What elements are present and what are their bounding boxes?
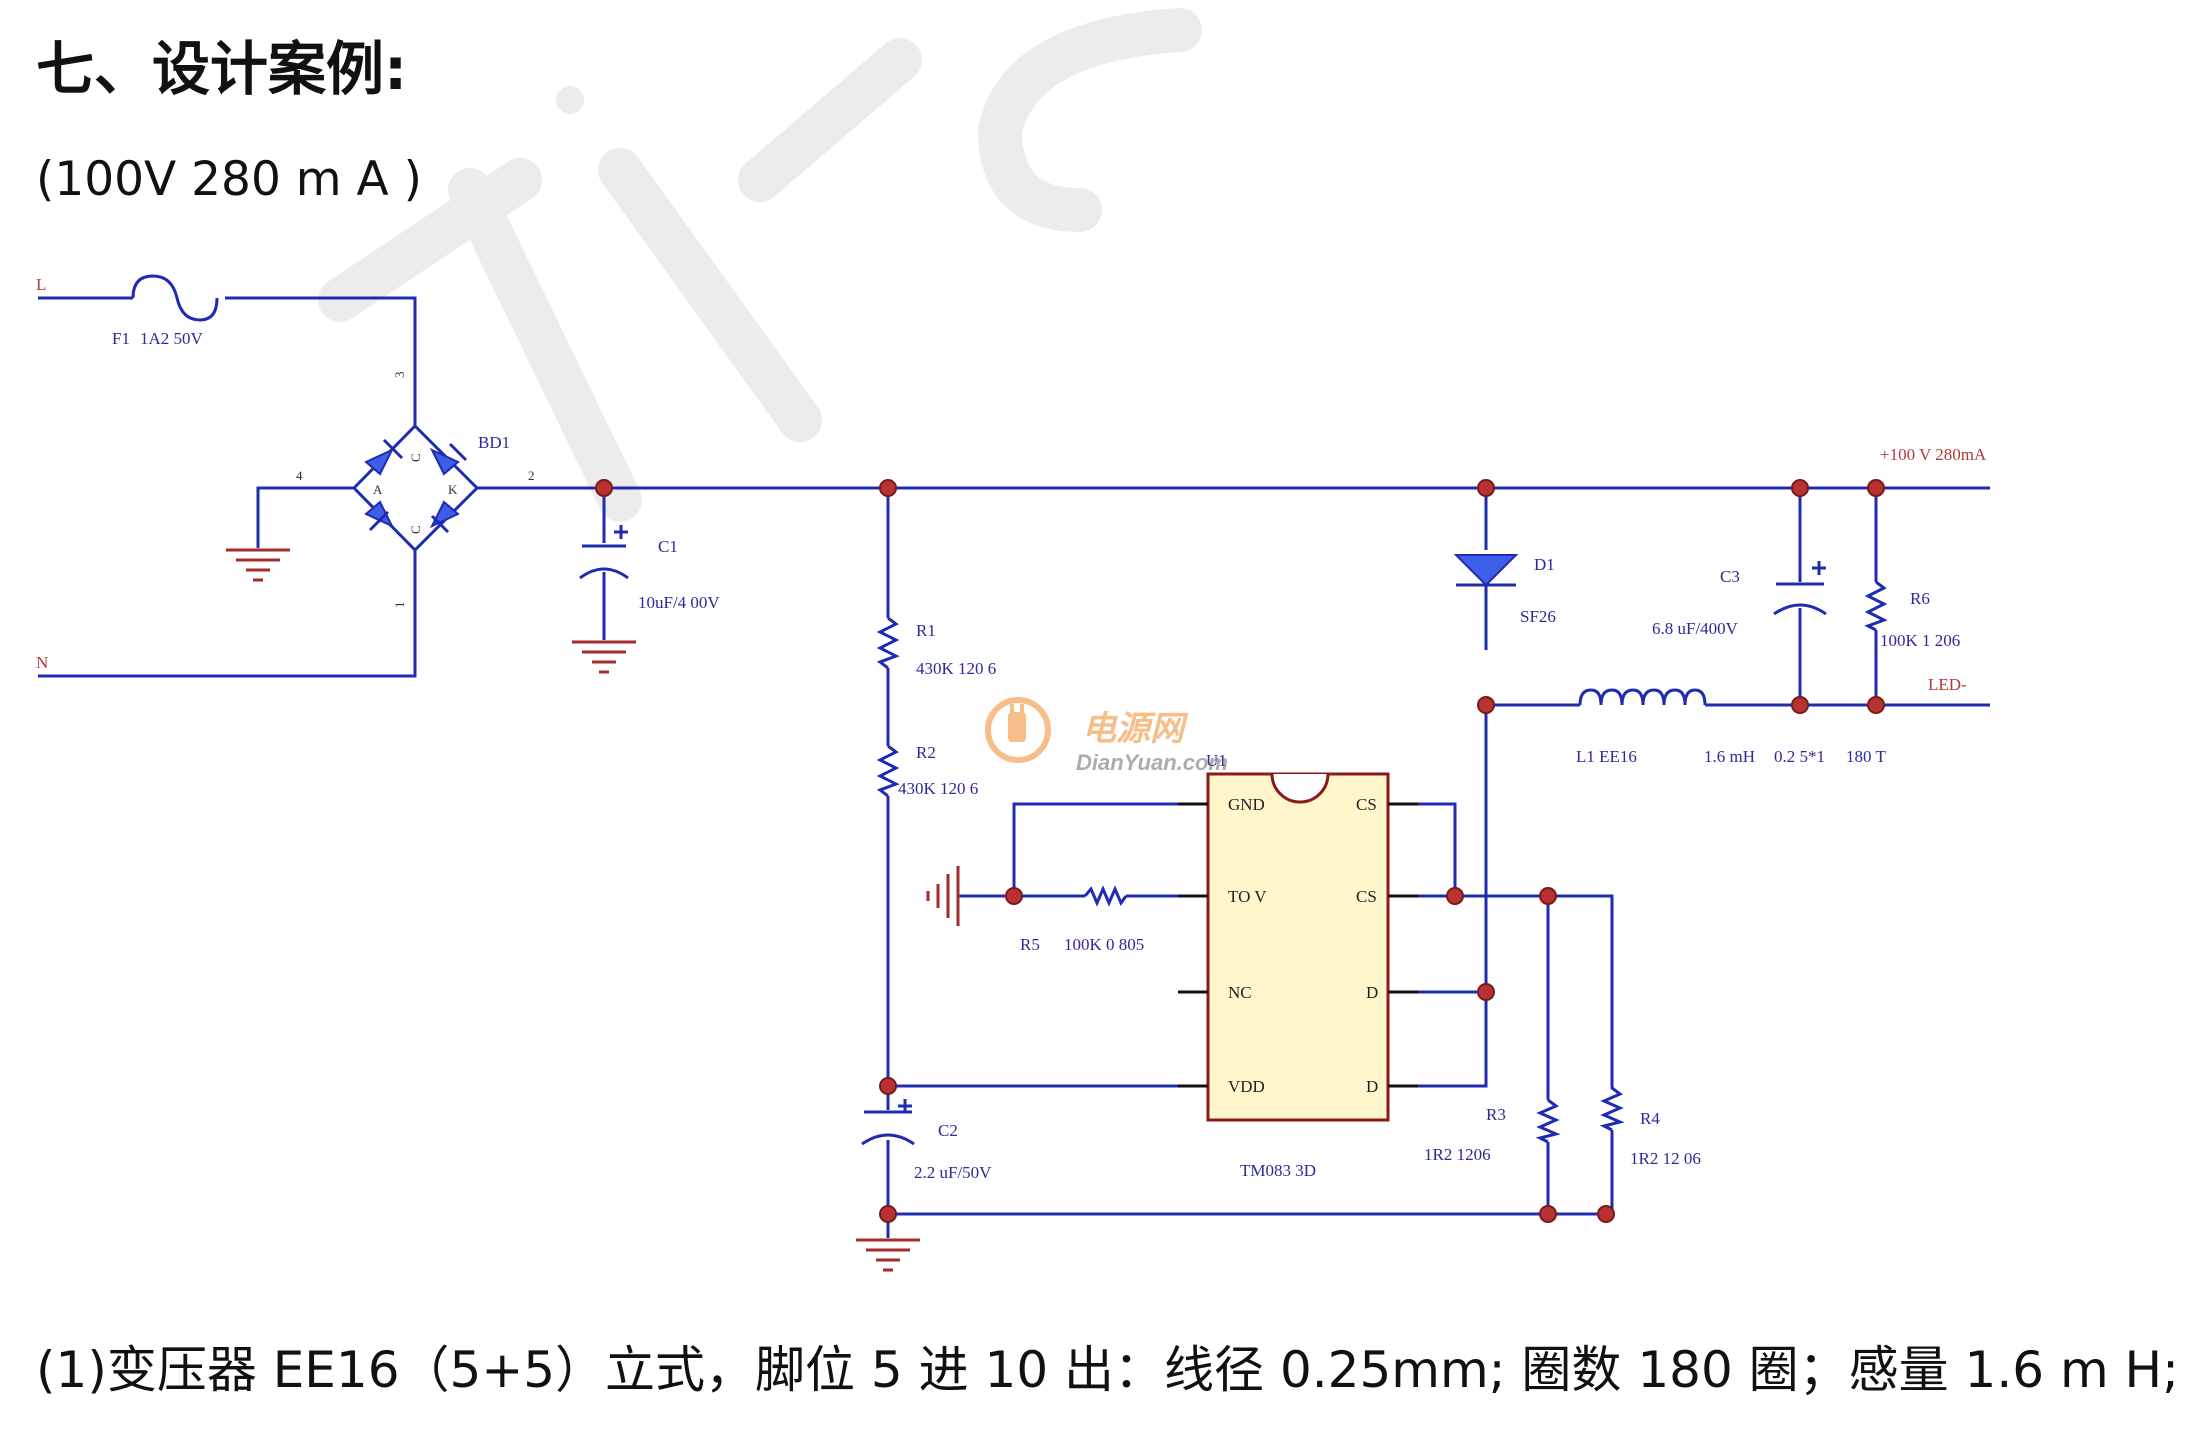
capacitor-c2	[861, 1099, 915, 1146]
r4-ref: R4	[1640, 1109, 1660, 1128]
l1-turns: 180 T	[1846, 747, 1886, 766]
resistor-r1	[876, 616, 900, 670]
r4-value: 1R2 12 06	[1630, 1149, 1701, 1168]
u1-pin-nc: NC	[1228, 983, 1252, 1002]
bd1-k: K	[448, 482, 458, 497]
r1-ref: R1	[916, 621, 936, 640]
bd1-a: A	[373, 482, 383, 497]
section-heading: 七、设计案例:	[36, 35, 408, 103]
u1-ref: U1	[1206, 751, 1227, 770]
fuse-f1	[131, 274, 219, 322]
u1-pin-cs1: CS	[1356, 795, 1377, 814]
c2-ref: C2	[938, 1121, 958, 1140]
spec-subheading: (100V 280 m A )	[36, 152, 422, 207]
inductor-l1	[1578, 688, 1707, 706]
r2-value: 430K 120 6	[898, 779, 978, 798]
c1-ref: C1	[658, 537, 678, 556]
r3-value: 1R2 1206	[1424, 1145, 1491, 1164]
u1-part-number: TM083 3D	[1240, 1161, 1316, 1180]
dianyuan-logo: 电源网 DianYuan.com	[985, 697, 1228, 775]
node-l-label: L	[36, 275, 46, 294]
capacitor-c1	[579, 525, 629, 580]
wires	[38, 296, 1990, 1238]
r6-ref: R6	[1910, 589, 1930, 608]
r5-ref: R5	[1020, 935, 1040, 954]
resistor-r2	[876, 744, 900, 798]
c3-value: 6.8 uF/400V	[1652, 619, 1739, 638]
r2-ref: R2	[916, 743, 936, 762]
l1-wire: 0.2 5*1	[1774, 747, 1825, 766]
bd1-ref: BD1	[478, 433, 510, 452]
resistor-r5	[1083, 885, 1128, 907]
ground-symbol-c1	[572, 640, 636, 674]
u1-pin-d2: D	[1366, 1077, 1378, 1096]
diode-d1	[1453, 554, 1519, 587]
transformer-spec-footer: (1)变压器 EE16（5+5）立式，脚位 5 进 10 出：线径 0.25mm…	[36, 1341, 2179, 1399]
node-n-label: N	[36, 653, 48, 672]
ic-u1: GND TO V NC VDD CS CS D D U1 TM083 3D	[1178, 751, 1418, 1180]
u1-pin-d1: D	[1366, 983, 1378, 1002]
resistor-r4	[1599, 1060, 1625, 1132]
c1-value: 10uF/4 00V	[638, 593, 720, 612]
u1-pin-vdd: VDD	[1228, 1077, 1265, 1096]
bd1-pin2: 2	[528, 468, 535, 483]
r6-value: 100K 1 206	[1880, 631, 1960, 650]
output-negative-label: LED-	[1928, 675, 1967, 694]
logo-en-text: DianYuan.com	[1076, 750, 1228, 775]
l1-ref: L1 EE16	[1576, 747, 1637, 766]
c3-ref: C3	[1720, 567, 1740, 586]
r5-value: 100K 0 805	[1064, 935, 1144, 954]
u1-pin-cs2: CS	[1356, 887, 1377, 906]
c2-value: 2.2 uF/50V	[914, 1163, 992, 1182]
logo-cn-text: 电源网	[1082, 710, 1189, 748]
capacitor-c3	[1773, 561, 1827, 616]
f1-value: 1A2 50V	[140, 329, 204, 348]
r3-ref: R3	[1486, 1105, 1506, 1124]
r1-value: 430K 120 6	[916, 659, 996, 678]
u1-pin-gnd: GND	[1228, 795, 1265, 814]
d1-value: SF26	[1520, 607, 1556, 626]
ground-symbol-r5	[926, 866, 960, 926]
ground-symbol-bridge	[226, 548, 290, 582]
bd1-c-bot: C	[408, 525, 423, 534]
d1-ref: D1	[1534, 555, 1555, 574]
bd1-pin1: 1	[392, 602, 407, 609]
bd1-c-top: C	[408, 453, 423, 462]
bd1-pin3: 3	[392, 372, 407, 379]
resistor-r6	[1864, 580, 1888, 632]
u1-pin-tov: TO V	[1228, 887, 1267, 906]
ground-symbol-c2	[856, 1238, 920, 1272]
output-positive-label: +100 V 280mA	[1880, 445, 1987, 464]
l1-inductance: 1.6 mH	[1704, 747, 1755, 766]
bridge-rectifier-bd1: 3 1 4 2 A K C C BD1	[296, 372, 535, 609]
bd1-pin4: 4	[296, 468, 303, 483]
f1-ref: F1	[112, 329, 130, 348]
background-watermark	[318, 8, 1202, 522]
resistor-r3	[1535, 1098, 1561, 1144]
junction-dots	[595, 479, 1885, 1223]
